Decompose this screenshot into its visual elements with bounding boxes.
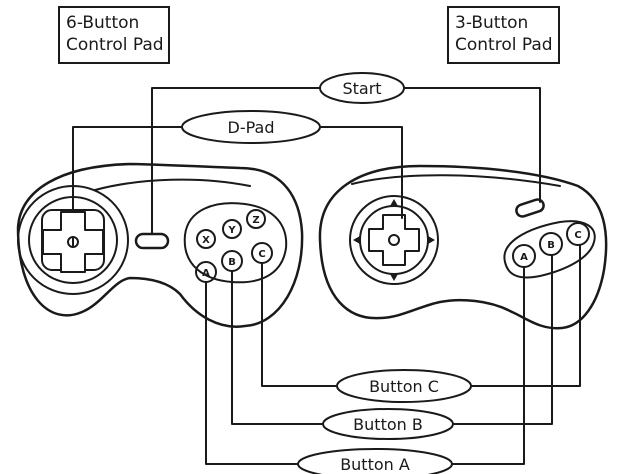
leader-dpad-three [319, 126, 403, 219]
three-pad-dpad-center [388, 234, 400, 246]
callout-button-a-label: Button A [340, 455, 410, 474]
six-pad-button-z [246, 209, 266, 229]
six-pad-button-y [222, 219, 242, 239]
callout-dpad-oval [181, 110, 321, 144]
leader-c-three [470, 244, 581, 387]
leader-start-six [151, 87, 321, 235]
callout-button-c-oval [336, 369, 472, 403]
callout-button-b-oval [322, 408, 454, 440]
six-pad-label-x: X [202, 235, 210, 246]
six-button-title-line-1: 6-Button [66, 13, 140, 33]
six-pad-label-z: Z [252, 215, 259, 226]
leader-a-six [205, 281, 299, 465]
six-pad-button-well [183, 202, 288, 284]
callout-start-label: Start [342, 79, 381, 98]
three-button-pad: A B C [318, 164, 608, 330]
three-pad-label-c: C [574, 230, 581, 241]
three-pad-start-button [515, 198, 545, 218]
six-pad-button-x [196, 229, 216, 249]
leader-c-six [261, 262, 338, 387]
callouts [181, 72, 472, 474]
leader-lines [72, 87, 581, 465]
three-pad-label-b: B [547, 240, 555, 251]
callout-button-a-oval [297, 448, 453, 474]
three-pad-top-ridge [351, 174, 561, 187]
six-button-pad: X Y Z A B C [16, 162, 304, 328]
three-pad-button-well [503, 220, 596, 279]
leader-b-six [231, 270, 324, 425]
six-pad-label-c: C [258, 249, 265, 260]
six-button-title-line-2: Control Pad [66, 35, 164, 55]
three-pad-button-c [566, 222, 590, 246]
callout-button-c-label: Button C [369, 377, 439, 396]
three-button-pad-title: 3-Button Control Pad [447, 6, 560, 64]
three-pad-dpad-cross [368, 214, 420, 266]
callout-start-oval [319, 72, 405, 104]
leader-a-three [451, 266, 525, 465]
three-pad-dpad-ring-outer [349, 195, 439, 285]
six-pad-label-y: Y [227, 225, 236, 236]
callout-button-b-label: Button B [353, 415, 423, 434]
six-pad-top-ridge [94, 178, 251, 191]
three-pad-body [318, 164, 608, 330]
three-pad-label-a: A [520, 252, 528, 263]
six-pad-label-a: A [202, 268, 210, 279]
callout-dpad-label: D-Pad [228, 118, 275, 137]
six-button-pad-title: 6-Button Control Pad [58, 6, 170, 64]
three-button-title-line-1: 3-Button [455, 13, 529, 33]
six-pad-label-b: B [228, 257, 236, 268]
leader-b-three [452, 254, 553, 425]
three-button-title-line-2: Control Pad [455, 35, 553, 55]
leader-dpad-six [72, 126, 183, 211]
leader-start-three [403, 87, 541, 203]
